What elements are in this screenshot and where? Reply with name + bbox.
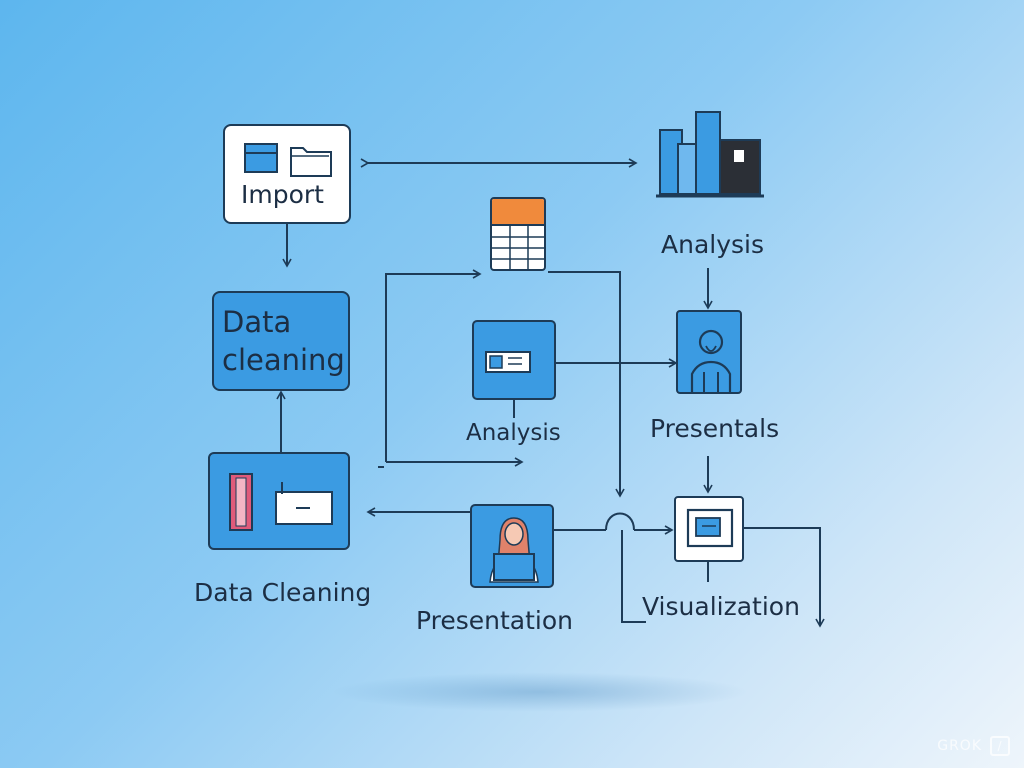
arrow-loop-table: [385, 269, 482, 462]
floor-shadow: [330, 672, 750, 712]
visualization-node: [674, 496, 744, 562]
tools-icon: [229, 473, 333, 531]
presentals-node: [676, 310, 742, 394]
data-cleaning-node: Data cleaning: [212, 291, 350, 391]
spreadsheet-grid: [492, 199, 544, 269]
spreadsheet-icon: [490, 197, 546, 271]
monitor-icon: [686, 508, 734, 548]
data-cleaning-label: Data Cleaning: [194, 578, 372, 607]
loop-bump: [605, 512, 635, 531]
analysis-center-label: Analysis: [466, 420, 561, 446]
analysis-top-label: Analysis: [661, 230, 765, 259]
person-icon: [690, 329, 732, 394]
import-node: Import: [223, 124, 351, 224]
watermark-text: GROK: [937, 738, 982, 754]
arrow-visualization-out: [744, 527, 825, 628]
slash-logo-icon: /: [990, 736, 1010, 756]
analysis-node: [472, 320, 556, 400]
arrow-table-down: [548, 271, 625, 498]
data-cleaning-box-label: Data cleaning: [222, 305, 345, 377]
grok-watermark: GROK /: [937, 736, 1010, 756]
presentals-label: Presentals: [650, 414, 780, 443]
folder-icons: [244, 143, 332, 177]
visualization-label: Visualization: [642, 592, 800, 621]
presentation-node: [470, 504, 554, 588]
data-cleaning-tools-node: [208, 452, 350, 550]
presentation-label: Presentation: [416, 606, 574, 635]
presenter-icon: [489, 517, 539, 583]
import-label: Import: [241, 180, 324, 209]
device-icon: [485, 351, 531, 373]
bracket-visualization: [621, 530, 646, 623]
bar-chart-icon: [656, 111, 764, 198]
